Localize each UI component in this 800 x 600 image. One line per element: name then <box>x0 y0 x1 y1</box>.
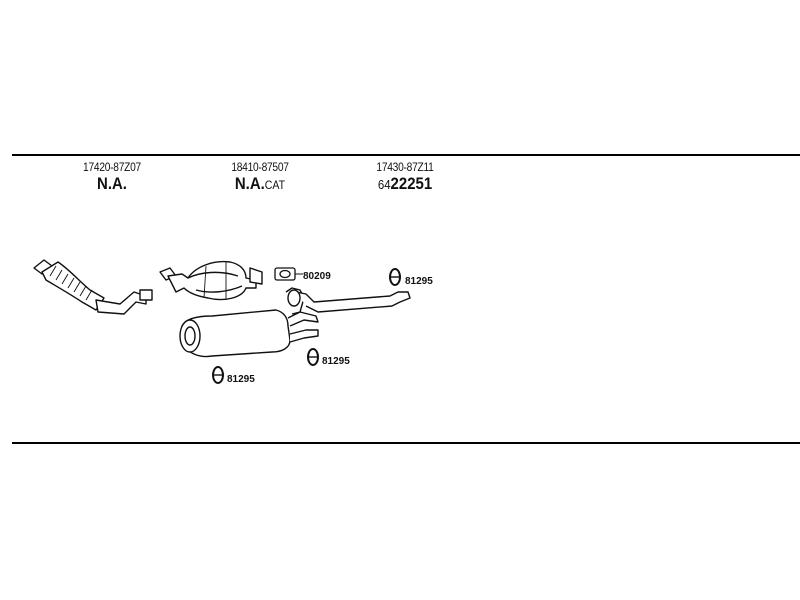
part-code: N.A.CAT <box>220 174 299 195</box>
part-code: 6422251 <box>365 174 444 195</box>
ring-middle <box>307 348 319 366</box>
ring-left <box>212 366 224 384</box>
callout-gasket: 80209 <box>303 271 331 282</box>
part-column-muffler: 17430-87Z11 6422251 <box>360 160 450 195</box>
catalytic-converter <box>159 260 263 301</box>
part-number: 17420-87Z07 <box>83 160 141 174</box>
part-code-main: 22251 <box>390 174 433 193</box>
front-pipe <box>33 259 153 315</box>
part-code-prefix: 64 <box>377 177 391 192</box>
part-number: 17430-87Z11 <box>376 160 434 174</box>
part-number: 18410-87507 <box>231 160 289 174</box>
top-divider <box>12 154 800 156</box>
ring-right <box>389 268 401 286</box>
callout-ring-right: 81295 <box>405 276 433 287</box>
gasket <box>274 267 296 281</box>
part-code-suffix: CAT <box>264 178 286 192</box>
part-column-front-pipe: 17420-87Z07 N.A. <box>72 160 152 194</box>
part-code-main: N.A. <box>234 174 265 193</box>
bottom-divider <box>12 442 800 444</box>
part-code-main: N.A. <box>97 174 127 193</box>
callout-ring-left: 81295 <box>227 374 255 385</box>
part-column-catalyst: 18410-87507 N.A.CAT <box>215 160 305 195</box>
part-code: N.A. <box>77 174 147 194</box>
rear-muffler <box>179 287 411 358</box>
callout-ring-middle: 81295 <box>322 356 350 367</box>
